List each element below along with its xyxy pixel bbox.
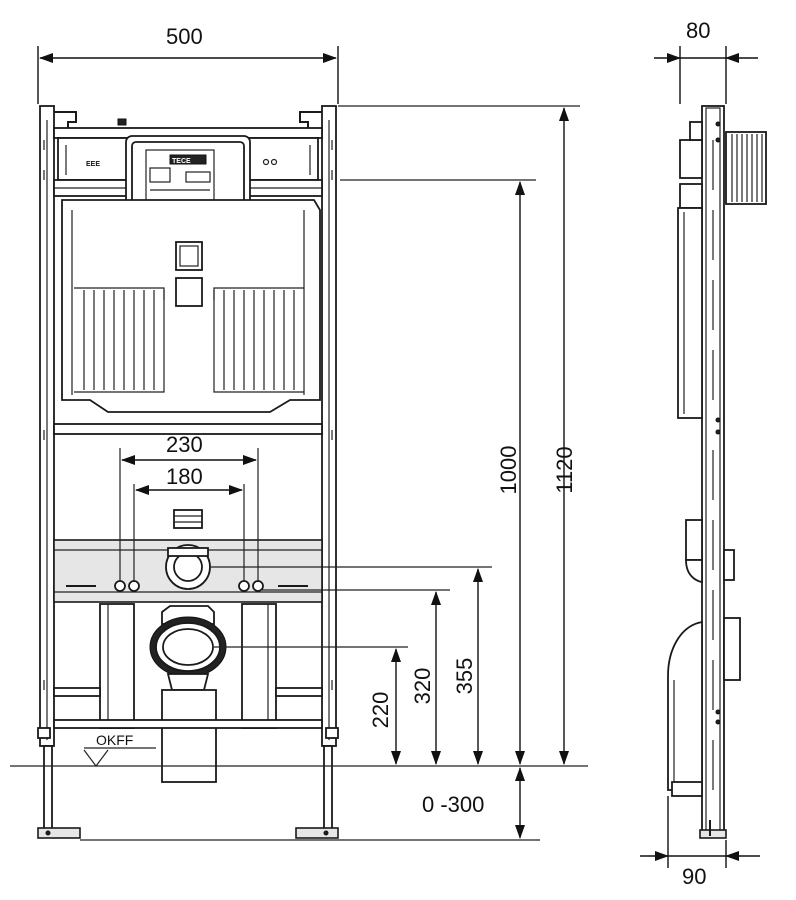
- dim-flush-inner: 180: [166, 464, 203, 489]
- dim-depth-bottom: 90: [682, 864, 706, 889]
- bolt: [252, 580, 264, 592]
- front-dimensions: 500 230 180 1120 1000 355 320 220: [10, 24, 588, 841]
- dim-depth-top: 80: [686, 18, 710, 43]
- svg-text:EEE: EEE: [86, 161, 100, 168]
- foot-left: [37, 827, 81, 839]
- actuator-box: [725, 131, 767, 205]
- bolt: [128, 580, 140, 592]
- leg-left: [43, 745, 53, 831]
- front-view: EEE TECE: [37, 105, 339, 839]
- side-dimensions: 80 90: [640, 18, 760, 889]
- drain-pipe: [161, 689, 217, 783]
- foot-right: [295, 827, 339, 839]
- support-left: [99, 603, 135, 729]
- brand-mark: TECE: [172, 158, 191, 165]
- dim-width-total: 500: [166, 24, 203, 49]
- leg-right: [323, 745, 333, 831]
- dim-height-220: 220: [368, 692, 393, 729]
- dim-height-total: 1120: [552, 446, 577, 493]
- cistern-ribs-left: [74, 287, 165, 393]
- side-view: [667, 105, 767, 839]
- side-bracket-lower: [723, 617, 741, 681]
- dim-height-355: 355: [452, 658, 477, 695]
- bolt: [238, 580, 250, 592]
- top-clip: [117, 118, 127, 126]
- drain-connection: [162, 628, 214, 666]
- floor-label: OKFF: [96, 732, 133, 748]
- dim-flush-outer: 230: [166, 432, 203, 457]
- flush-pipe: [173, 509, 203, 529]
- side-drain: [667, 620, 703, 791]
- cistern-side: [677, 207, 703, 419]
- support-right: [241, 603, 277, 729]
- dim-height-320: 320: [410, 668, 435, 705]
- bolt: [114, 580, 126, 592]
- dim-height-frame: 1000: [496, 446, 521, 495]
- side-bracket: [723, 549, 735, 581]
- cistern-ribs-right: [213, 287, 304, 393]
- dim-leg-adjust: 0 -300: [422, 792, 484, 817]
